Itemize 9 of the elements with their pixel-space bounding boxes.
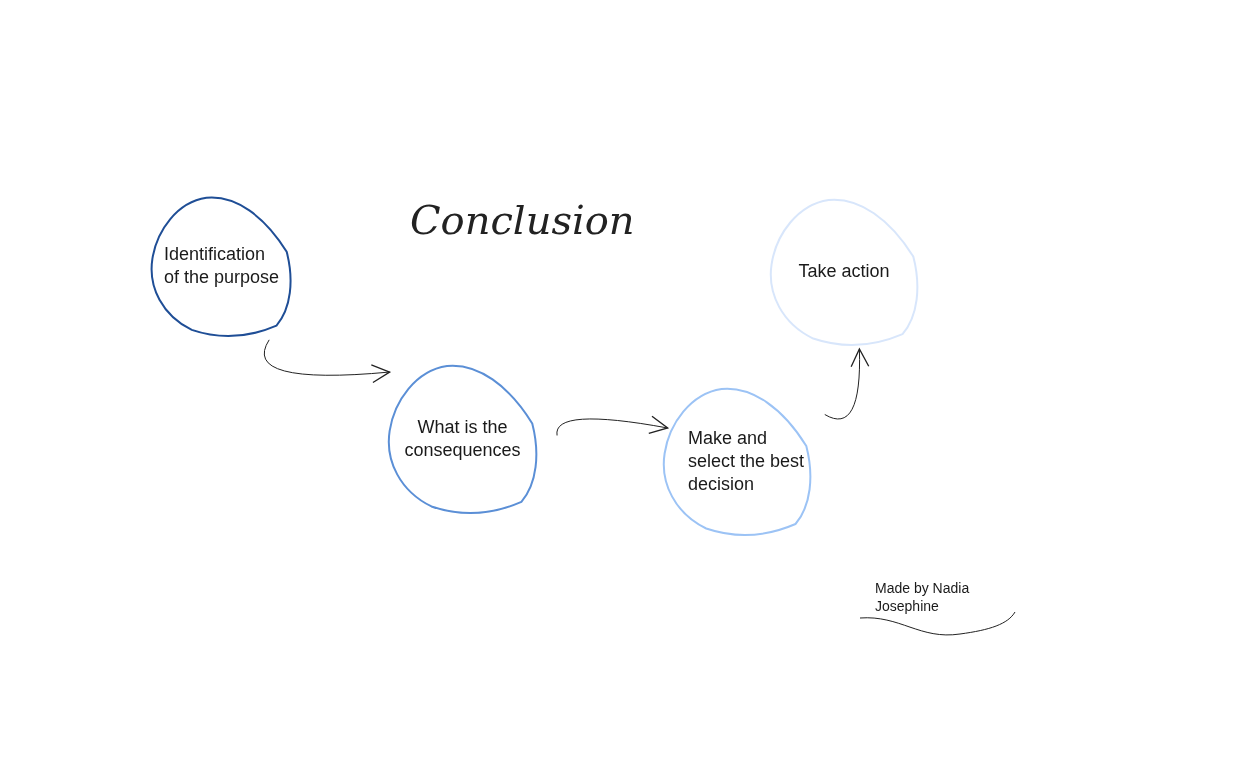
author-note: Made by Nadia Josephine	[875, 579, 971, 615]
curved-arrow	[263, 339, 391, 383]
diagram-title: Conclusion	[410, 196, 635, 245]
node-label: Take action	[798, 260, 890, 283]
node-label: Make and select the best decision	[688, 426, 806, 496]
curved-arrow	[556, 415, 669, 436]
curved-arrow	[824, 348, 870, 420]
node-label: What is the consequences	[403, 415, 522, 462]
node-label: Identification of the purpose	[164, 243, 281, 289]
